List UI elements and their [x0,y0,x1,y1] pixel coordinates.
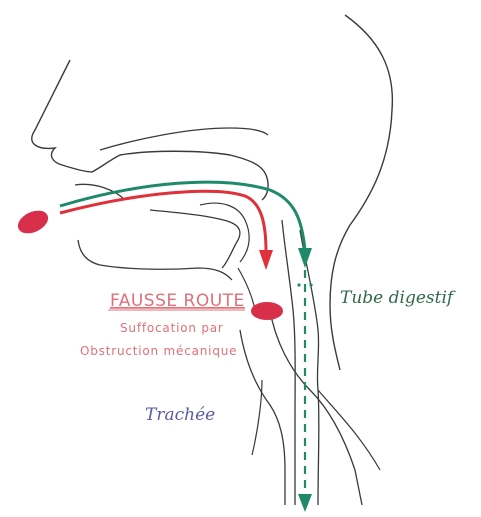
nasal-cavity-outline [100,128,268,150]
tube-digestif-label: Tube digestif [340,288,456,308]
fausse-route-label: FAUSSE ROUTE [110,291,245,311]
back-of-head-outline [330,15,392,370]
suffocation-line-2: Obstruction mécanique [80,344,237,358]
red-arrowhead [259,250,273,270]
food-bolus-airway [251,302,283,320]
trachea-back-wall [270,310,362,505]
trachee-label: Trachée [145,405,215,425]
trachea-branch-line [318,390,380,470]
trachea-front-wall [240,330,285,505]
esophagus-right-wall [300,230,319,505]
green-arrowhead-bottom [298,494,312,512]
tongue-outline [200,203,249,262]
green-dot [309,283,312,286]
food-bolus-mouth [14,206,51,238]
green-dot [297,283,300,286]
red-wrong-path [60,191,266,252]
chin-outline [150,210,240,268]
green-arrowhead-top [298,248,312,268]
suffocation-line-1: Suffocation par [120,321,224,335]
face-profile-outline [32,60,268,200]
jaw-outline [78,240,232,280]
